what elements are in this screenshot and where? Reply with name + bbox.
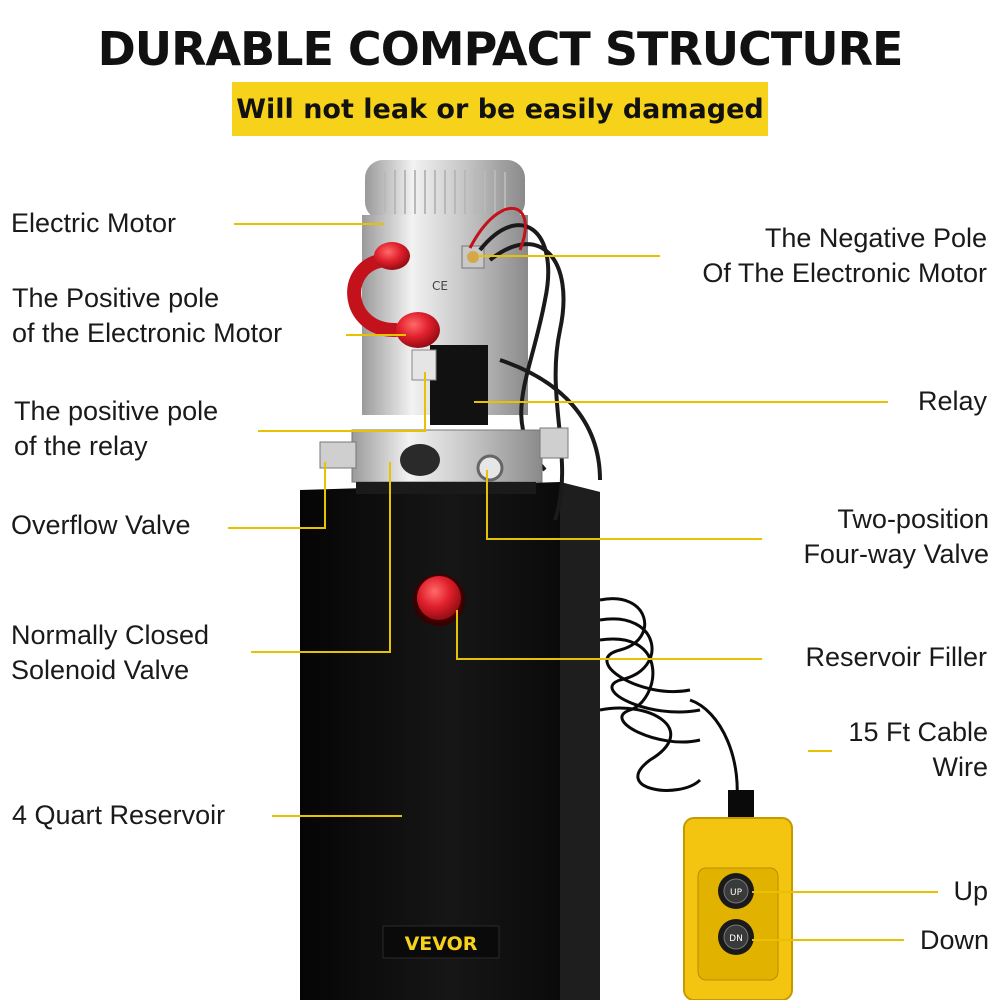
vevor-logo-text: VEVOR xyxy=(405,933,478,955)
reservoir-filler-cap xyxy=(413,574,465,626)
label-positive-pole-relay-line1: The positive pole xyxy=(14,396,219,426)
label-electric-motor-text: Electric Motor xyxy=(11,208,177,238)
leader-electric-motor xyxy=(234,223,384,225)
leader-positive-motor xyxy=(346,334,406,336)
down-button-icon: DN xyxy=(718,919,754,955)
ce-mark: CE xyxy=(432,279,448,293)
label-cable-wire-line1: 15 Ft Cable xyxy=(848,717,988,747)
leader-overflow-h xyxy=(228,527,326,529)
label-cable-wire: 15 Ft Cable Wire xyxy=(848,715,988,785)
leader-down xyxy=(752,939,904,941)
label-up-text: Up xyxy=(953,876,988,906)
label-reservoir-filler-text: Reservoir Filler xyxy=(805,642,987,672)
relay-body xyxy=(411,345,488,425)
label-positive-pole-relay: The positive pole of the relay xyxy=(14,394,218,464)
valve-block xyxy=(319,427,569,494)
label-four-way-valve-line1: Two-position xyxy=(837,504,989,534)
label-four-way-valve: Two-position Four-way Valve xyxy=(803,502,989,572)
leader-reservoir xyxy=(272,815,402,817)
leader-overflow-v xyxy=(324,462,326,529)
leader-up xyxy=(752,891,938,893)
label-four-way-valve-line2: Four-way Valve xyxy=(803,539,989,569)
subtitle-text: Will not leak or be easily damaged xyxy=(236,93,764,125)
label-down: Down xyxy=(920,923,989,958)
label-relay: Relay xyxy=(918,384,987,419)
leader-positive-relay-h xyxy=(258,430,426,432)
up-button-text: UP xyxy=(730,888,743,898)
label-positive-pole-motor-line1: The Positive pole xyxy=(12,283,220,313)
coiled-cable xyxy=(599,597,739,816)
label-positive-pole-motor: The Positive pole of the Electronic Moto… xyxy=(12,281,282,351)
label-electric-motor: Electric Motor xyxy=(11,206,176,241)
label-negative-pole-line2: Of The Electronic Motor xyxy=(702,258,987,288)
leader-four-way-h xyxy=(486,538,762,540)
label-solenoid-valve-line1: Normally Closed xyxy=(11,620,210,650)
negative-terminal xyxy=(461,245,485,269)
label-positive-pole-relay-line2: of the relay xyxy=(14,431,148,461)
reservoir-tank xyxy=(300,482,600,1000)
label-negative-pole-line1: The Negative Pole xyxy=(764,223,987,253)
label-cable-wire-line2: Wire xyxy=(932,752,989,782)
subtitle-banner: Will not leak or be easily damaged xyxy=(232,82,768,136)
label-negative-pole: The Negative Pole Of The Electronic Moto… xyxy=(702,221,987,291)
positive-pole-cover xyxy=(347,242,440,348)
label-relay-text: Relay xyxy=(917,386,987,416)
label-up: Up xyxy=(953,874,988,909)
label-reservoir: 4 Quart Reservoir xyxy=(12,798,225,833)
leader-positive-relay-v xyxy=(424,372,426,432)
pendant-remote: UP DN xyxy=(683,790,793,1000)
leader-cable xyxy=(808,750,832,752)
control-wires xyxy=(478,223,602,521)
label-reservoir-filler: Reservoir Filler xyxy=(805,640,987,675)
leader-negative-pole xyxy=(478,255,660,257)
vevor-logo: VEVOR xyxy=(382,925,500,959)
label-solenoid-valve: Normally Closed Solenoid Valve xyxy=(11,618,209,688)
leader-solenoid-v xyxy=(389,462,391,653)
leader-four-way-v xyxy=(486,470,488,540)
leader-filler-v xyxy=(456,610,458,660)
up-button-icon: UP xyxy=(718,873,754,909)
label-solenoid-valve-line2: Solenoid Valve xyxy=(11,655,190,685)
leader-filler-h xyxy=(456,658,762,660)
label-down-text: Down xyxy=(919,925,989,955)
page-title: DURABLE COMPACT STRUCTURE xyxy=(97,22,904,76)
label-positive-pole-motor-line2: of the Electronic Motor xyxy=(12,318,283,348)
leader-relay xyxy=(474,401,888,403)
label-overflow-valve-text: Overflow Valve xyxy=(11,510,191,540)
label-reservoir-text: 4 Quart Reservoir xyxy=(12,800,226,830)
down-button-text: DN xyxy=(729,934,743,944)
label-overflow-valve: Overflow Valve xyxy=(11,508,191,543)
leader-solenoid-h xyxy=(251,651,391,653)
